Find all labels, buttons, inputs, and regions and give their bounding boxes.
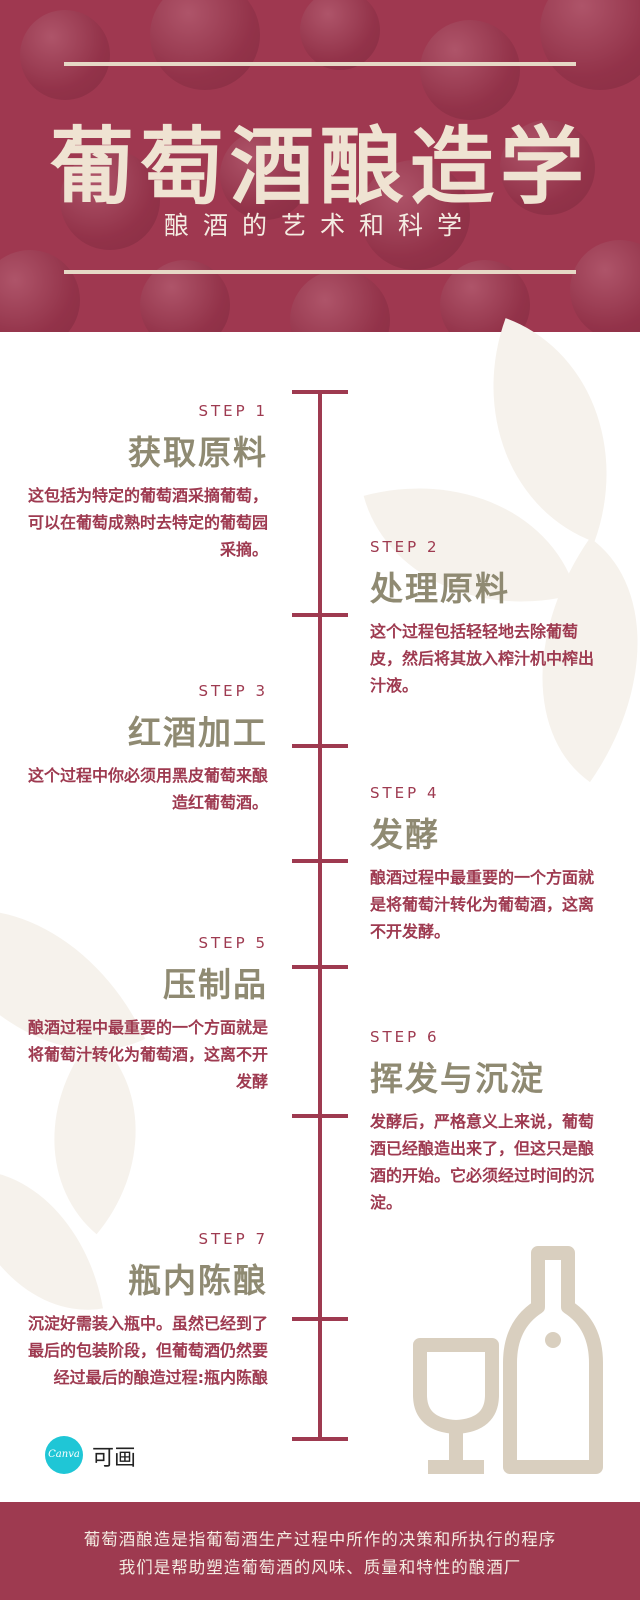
grape-decoration: [150, 0, 260, 90]
grape-decoration: [220, 130, 310, 220]
wine-bottle-icon: [503, 1246, 603, 1474]
header-bottom-rule: [64, 270, 576, 274]
grape-decoration: [60, 150, 160, 250]
step-title: 获取原料: [128, 433, 268, 472]
grape-decoration: [300, 0, 380, 70]
page-subtitle: 酿酒的艺术和科学: [163, 211, 476, 240]
header-top-rule: [64, 62, 576, 66]
footer-line-2: 我们是帮助塑造葡萄酒的风味、质量和特性的酿酒厂: [118, 1558, 522, 1577]
timeline-line: [318, 390, 322, 1440]
header-banner: 葡萄酒酿造学 酿酒的艺术和科学: [0, 0, 640, 332]
footer-line-1: 葡萄酒酿造是指葡萄酒生产过程中所作的决策和所执行的程序: [83, 1530, 557, 1549]
step-label: STEP 3: [198, 682, 268, 700]
brand-name: 可画: [92, 1446, 137, 1471]
grape-decoration: [360, 160, 470, 270]
grape-decoration: [20, 10, 110, 100]
step-title: 瓶内陈酿: [128, 1261, 268, 1300]
header-overlay: [0, 0, 640, 332]
step-label: STEP 2: [370, 538, 440, 556]
page-title: 葡萄酒酿造学: [49, 118, 590, 216]
step-label: STEP 4: [370, 784, 440, 802]
step-4: STEP 4 发酵 酿酒过程中最重要的一个方面就是将葡萄汁转化为葡萄酒，这离不开…: [370, 784, 600, 945]
step-label: STEP 6: [370, 1028, 440, 1046]
step-description: 这个过程中你必须用黑皮葡萄来酿造红葡萄酒。: [28, 766, 269, 812]
step-title: 红酒加工: [128, 713, 268, 752]
canva-logo[interactable]: Canva: [45, 1436, 83, 1474]
step-2: STEP 2 处理原料 这个过程包括轻轻地去除葡萄皮，然后将其放入榨汁机中榨出汁…: [370, 538, 600, 699]
wine-glass-icon: [413, 1338, 499, 1474]
step-label: STEP 1: [198, 402, 268, 420]
footer: 葡萄酒酿造是指葡萄酒生产过程中所作的决策和所执行的程序 我们是帮助塑造葡萄酒的风…: [0, 1502, 640, 1600]
step-title: 处理原料: [370, 569, 510, 608]
grape-decoration: [500, 120, 595, 215]
step-1: STEP 1 获取原料 这包括为特定的葡萄酒采摘葡萄，可以在葡萄成熟时去特定的葡…: [28, 402, 268, 563]
step-description: 这包括为特定的葡萄酒采摘葡萄，可以在葡萄成熟时去特定的葡萄园采摘。: [28, 486, 269, 559]
step-7: STEP 7 瓶内陈酿 沉淀好需装入瓶中。虽然已经到了最后的包装阶段，但葡萄酒仍…: [28, 1230, 268, 1391]
timeline-tick: [292, 613, 348, 617]
step-6: STEP 6 挥发与沉淀 发酵后，严格意义上来说，葡萄酒已经酿造出来了，但这只是…: [370, 1028, 600, 1216]
step-label: STEP 5: [198, 934, 268, 952]
step-3: STEP 3 红酒加工 这个过程中你必须用黑皮葡萄来酿造红葡萄酒。: [28, 682, 268, 816]
step-description: 酿酒过程中最重要的一个方面就是将葡萄汁转化为葡萄酒，这离不开发酵。: [370, 868, 595, 941]
step-description: 这个过程包括轻轻地去除葡萄皮，然后将其放入榨汁机中榨出汁液。: [370, 622, 595, 695]
step-label: STEP 7: [198, 1230, 268, 1248]
step-title: 压制品: [163, 965, 268, 1004]
step-title: 发酵: [370, 815, 440, 854]
timeline-tick: [292, 744, 348, 748]
step-description: 沉淀好需装入瓶中。虽然已经到了最后的包装阶段，但葡萄酒仍然要经过最后的酿造过程:…: [28, 1314, 269, 1387]
step-title: 挥发与沉淀: [370, 1059, 545, 1098]
grape-decoration: [420, 20, 520, 120]
wine-illustration: [413, 1246, 603, 1474]
timeline-tick: [292, 1437, 348, 1441]
timeline-tick: [292, 1317, 348, 1321]
timeline-tick: [292, 390, 348, 394]
timeline-tick: [292, 859, 348, 863]
step-5: STEP 5 压制品 酿酒过程中最重要的一个方面就是将葡萄汁转化为葡萄酒，这离不…: [28, 934, 268, 1095]
timeline-tick: [292, 965, 348, 969]
step-description: 发酵后，严格意义上来说，葡萄酒已经酿造出来了，但这只是酿酒的开始。它必须经过时间…: [370, 1112, 595, 1212]
step-description: 酿酒过程中最重要的一个方面就是将葡萄汁转化为葡萄酒，这离不开发酵: [28, 1018, 269, 1091]
timeline-tick: [292, 1114, 348, 1118]
